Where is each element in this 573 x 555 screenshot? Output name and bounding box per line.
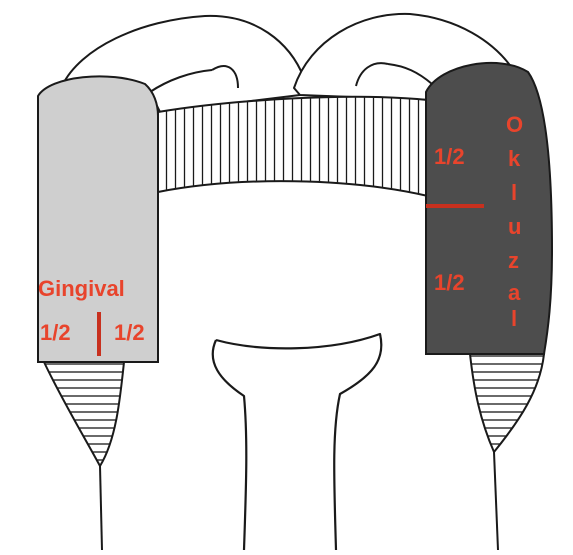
occlusal-letter: l <box>511 180 517 205</box>
gingival-label: Gingival <box>38 276 125 301</box>
gingival-left-half-label: 1/2 <box>40 320 71 345</box>
occlusal-retainer-body <box>426 63 552 354</box>
occlusal-letter: z <box>508 248 519 273</box>
gingival-right-half-label: 1/2 <box>114 320 145 345</box>
left-root-hatched <box>44 362 124 466</box>
occlusal-letter: a <box>508 280 521 305</box>
occlusal-lower-half-label: 1/2 <box>434 270 465 295</box>
occlusal-retainer <box>426 63 552 550</box>
center-ridge-outline <box>213 334 382 550</box>
occlusal-letter: u <box>508 214 521 239</box>
bridge-hatched-band <box>158 97 428 196</box>
occlusal-upper-half-label: 1/2 <box>434 144 465 169</box>
left-root-line <box>100 466 102 550</box>
right-root-hatched <box>470 354 544 452</box>
occlusal-letter: O <box>506 112 523 137</box>
bridge-connector <box>158 97 428 196</box>
occlusal-letter: k <box>508 146 521 171</box>
occlusal-letter: l <box>511 306 517 331</box>
right-root-line <box>494 452 498 550</box>
